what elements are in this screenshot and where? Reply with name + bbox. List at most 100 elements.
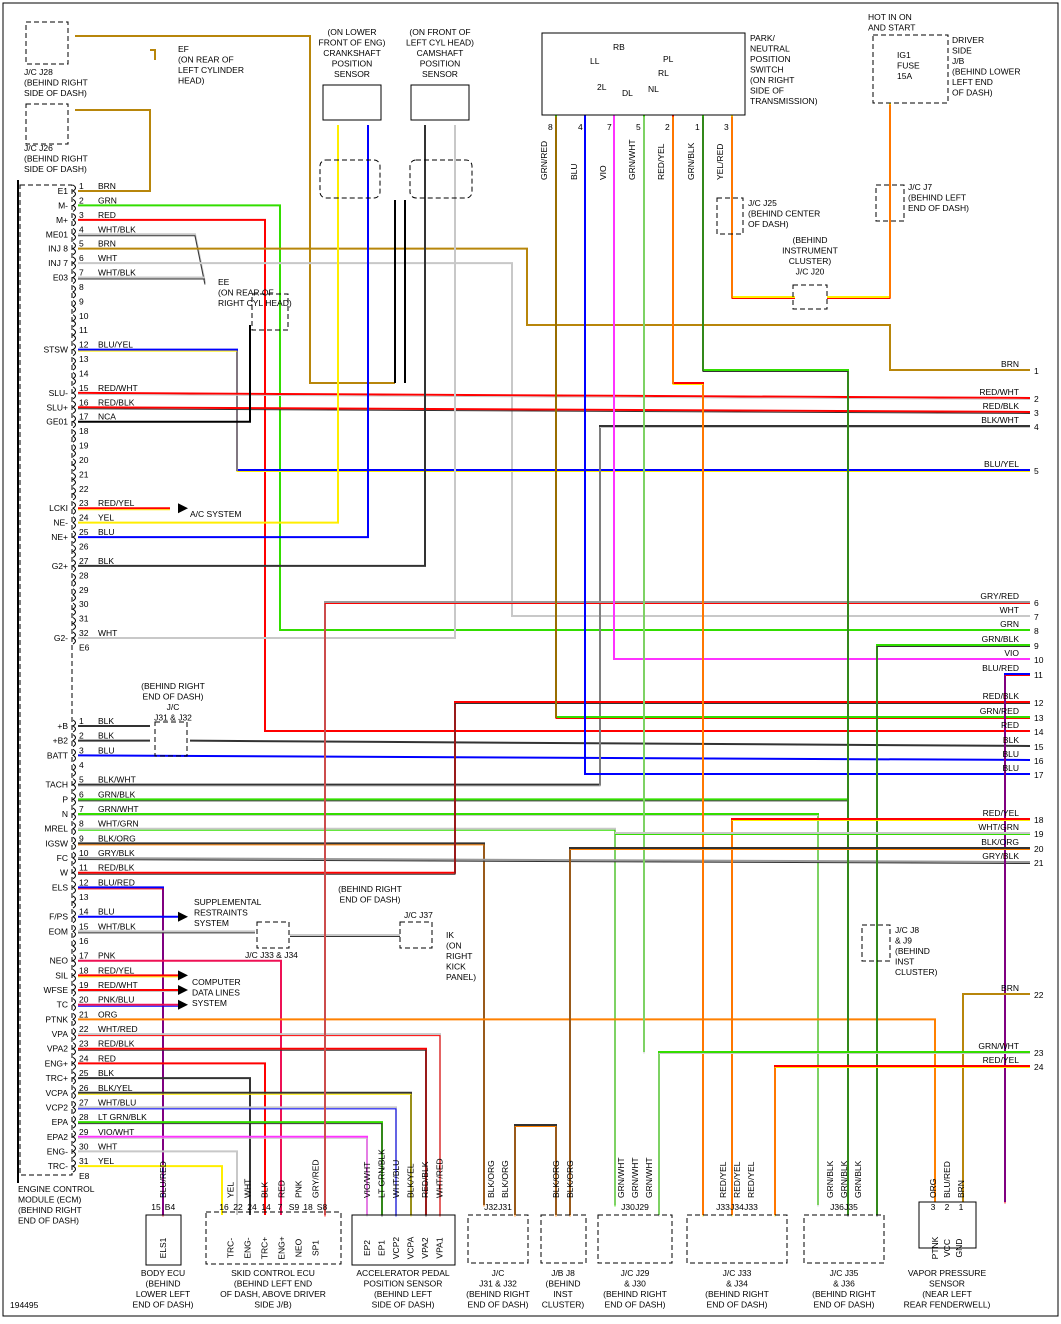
- connector-cavity-icon: [72, 998, 76, 1012]
- terminal-number: 11: [1034, 670, 1043, 680]
- ecm-e8-pin-label: TC: [57, 1000, 68, 1010]
- connector-cavity-icon: [72, 343, 76, 357]
- component-pin-label: ENG-: [243, 1237, 253, 1258]
- ckp-sensor-label: POSITION: [332, 59, 373, 69]
- connector-cavity-icon: [72, 357, 76, 371]
- wire-tracer: [731, 820, 1030, 1217]
- jc-j20-label: CLUSTER): [789, 256, 832, 266]
- ecm-e8-pin-label: VPA: [52, 1029, 69, 1039]
- ecm-e1-pin-number: 8: [79, 282, 84, 292]
- component-pin-number: S8: [317, 1202, 328, 1212]
- terminal-number: 8: [1034, 626, 1039, 636]
- ecm-e8-pin-label: SIL: [55, 970, 68, 980]
- component-pin-number: 24: [247, 1202, 257, 1212]
- wire: [77, 857, 1031, 863]
- jc-j31-j32-label: (BEHIND RIGHT: [141, 681, 205, 691]
- arrow-icon: [178, 970, 188, 981]
- ecm-e1-wire-color: BRN: [98, 181, 116, 191]
- driver-jb-label: J/B: [952, 56, 965, 66]
- component-name: SENSOR: [929, 1279, 965, 1289]
- connector-cavity-icon: [72, 602, 76, 616]
- ground-ef-label: LEFT CYLINDER: [178, 65, 244, 75]
- ecm-e8-pin-number: 29: [79, 1127, 89, 1137]
- pnp-pin-number: 5: [636, 122, 641, 132]
- hot-in-on-label: AND START: [868, 23, 915, 33]
- ecm-e8-wire-color: GRY/BLK: [98, 848, 135, 858]
- jc-j26: [25, 103, 69, 145]
- camshaft-position-sensor: [410, 84, 470, 121]
- jc-j33-label: (BEHIND RIGHT: [338, 884, 402, 894]
- connector-cavity-icon: [72, 386, 76, 400]
- jc-j26-label: (BEHIND RIGHT: [24, 154, 88, 164]
- ecm-e8-wire-color: RED: [98, 1053, 116, 1063]
- ecm-e8-pin-number: 27: [79, 1097, 89, 1107]
- component-pin-number: 16: [219, 1202, 229, 1212]
- component-pin-number: 18: [303, 1202, 313, 1212]
- pnp-contact-label: 2L: [597, 82, 607, 92]
- jb-j8: [540, 1214, 587, 1264]
- wire: [77, 406, 1031, 413]
- component-pin-number: J33: [744, 1202, 758, 1212]
- component-wire-color: GRN/BLK: [839, 1160, 849, 1198]
- wire: [827, 103, 891, 298]
- ecm-e1-pin-label: G2+: [52, 561, 68, 571]
- terminal-number: 12: [1034, 698, 1044, 708]
- ecm-e8-pin-label: ENG+: [45, 1058, 68, 1068]
- ecm-e8-pin-number: 28: [79, 1112, 89, 1122]
- component-name: END OF DASH): [605, 1300, 666, 1310]
- ecm-e8-wire-color: RED/BLK: [98, 1039, 135, 1049]
- ecm-e1-pin-label: LCKI: [49, 503, 68, 513]
- component-name: END OF DASH): [814, 1300, 875, 1310]
- terminal-wire-color: RED: [1001, 720, 1019, 730]
- pnp-pin-number: 8: [548, 122, 553, 132]
- ecm-e8-pin-number: 12: [79, 877, 89, 887]
- ecm-e1-pin-label: ME01: [46, 229, 68, 239]
- cmp-sensor-label: POSITION: [420, 59, 461, 69]
- ecm-e8-pin-number: 21: [79, 1009, 89, 1019]
- component-wire-color: WHT/BLU: [391, 1160, 401, 1198]
- ecm-e8-wire-color: VIO/WHT: [98, 1127, 134, 1137]
- jc-j20-label: J/C J20: [796, 267, 825, 277]
- ecm-e1-pin-number: 18: [79, 426, 89, 436]
- ecm-e8-pin-label: ELS: [52, 882, 68, 892]
- pnp-pin-number: 4: [578, 122, 583, 132]
- wire-tracer: [1004, 675, 1030, 1204]
- terminal-number: 21: [1034, 858, 1044, 868]
- terminal-wire-color: GRN/RED: [980, 706, 1019, 716]
- ecm-e1-pin-label: M+: [56, 215, 68, 225]
- component-pin-number: 2: [945, 1202, 950, 1212]
- component-name: END OF DASH): [468, 1300, 529, 1310]
- components-layer: [25, 21, 977, 1266]
- terminal-wire-color: BLK/ORG: [981, 837, 1019, 847]
- pnp-pin-number: 3: [724, 122, 729, 132]
- wire-tracer: [78, 350, 1030, 472]
- terminal-wire-color: RED/BLK: [983, 401, 1020, 411]
- connector-cavity-icon: [72, 851, 76, 865]
- pnp-contact-label: PL: [663, 54, 674, 64]
- terminal-wire-color: RED/YEL: [983, 1055, 1020, 1065]
- connector-cavity-icon: [72, 429, 76, 443]
- ecm-e8-pin-number: 4: [79, 760, 84, 770]
- connector-cavity-icon: [72, 415, 76, 429]
- component-pin-number: B4: [165, 1202, 176, 1212]
- connector-cavity-icon: [72, 1056, 76, 1070]
- ecm-e1-pin-number: 15: [79, 383, 89, 393]
- vapor-pressure-sensor: [918, 1201, 977, 1249]
- wire-tracer: [78, 844, 485, 1207]
- wire-tracer: [702, 116, 849, 1217]
- jc-j28: [25, 21, 69, 65]
- connector-cavity-icon: [72, 748, 76, 762]
- pnp-switch-label: (ON RIGHT: [750, 75, 794, 85]
- fuse-label: FUSE: [897, 61, 920, 71]
- component-wire-color: VIO/WHT: [362, 1162, 372, 1198]
- connector-cavity-icon: [72, 1159, 76, 1173]
- connector-cavity-icon: [72, 314, 76, 328]
- wire: [78, 218, 1030, 732]
- connector-cavity-icon: [72, 588, 76, 602]
- ecm-e8-pin-label: F/PS: [49, 912, 68, 922]
- ecm-e8-wire-color: BLU: [98, 907, 115, 917]
- ecm-title: ENGINE CONTROL: [18, 1184, 95, 1194]
- wire-tracer: [876, 646, 1030, 1217]
- pnp-wire-color: GRN/RED: [539, 141, 549, 180]
